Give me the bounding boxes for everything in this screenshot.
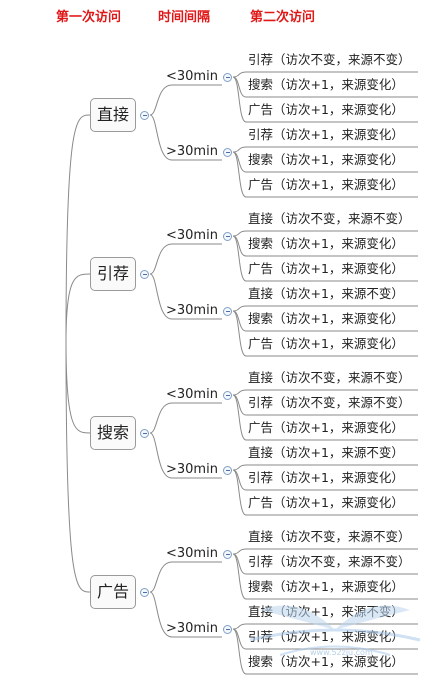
connector-line bbox=[232, 469, 418, 516]
collapse-toggle-icon[interactable] bbox=[223, 148, 232, 157]
interval-short: <30min bbox=[166, 387, 218, 402]
connector-line bbox=[65, 114, 91, 343]
connector-line bbox=[232, 230, 418, 237]
connector-line bbox=[232, 310, 418, 357]
root-node-1: 直接 bbox=[90, 98, 136, 132]
connector-line bbox=[232, 553, 418, 600]
connector-line bbox=[149, 273, 222, 320]
leaf-item: 引荐（访次不变，来源不变） bbox=[248, 554, 411, 569]
interval-long: >30min bbox=[166, 621, 218, 636]
leaf-item: 引荐（访次不变，来源不变） bbox=[248, 395, 411, 410]
header-interval: 时间间隔 bbox=[158, 10, 211, 25]
root-node-4: 广告 bbox=[90, 575, 136, 609]
connector-line bbox=[232, 389, 418, 396]
collapse-toggle-icon[interactable] bbox=[223, 625, 232, 634]
leaf-item: 直接（访次不变，来源不变） bbox=[248, 211, 411, 226]
interval-short: <30min bbox=[166, 546, 218, 561]
connector-line bbox=[149, 114, 222, 161]
interval-long: >30min bbox=[166, 144, 218, 159]
leaf-item: 广告（访次+1，来源变化） bbox=[248, 261, 404, 276]
collapse-toggle-icon[interactable] bbox=[140, 588, 149, 597]
connector-line bbox=[232, 464, 418, 471]
leaf-item: 搜索（访次+1，来源变化） bbox=[248, 152, 404, 167]
leaf-item: 引荐（访次+1，来源变化） bbox=[248, 470, 404, 485]
connector-line bbox=[232, 151, 418, 198]
connector-line bbox=[232, 548, 418, 555]
leaf-item: 广告（访次+1，来源变化） bbox=[248, 495, 404, 510]
collapse-toggle-icon[interactable] bbox=[140, 111, 149, 120]
header-second-visit: 第二次访问 bbox=[250, 10, 316, 25]
leaf-item: 直接（访次不变，来源不变） bbox=[248, 370, 411, 385]
leaf-item: 直接（访次+1，来源不变） bbox=[248, 604, 404, 619]
connector-line bbox=[149, 402, 222, 434]
leaf-item: 搜索（访次+1，来源变化） bbox=[248, 579, 404, 594]
leaf-item: 搜索（访次+1，来源变化） bbox=[248, 77, 404, 92]
leaf-item: 引荐（访次不变，来源不变） bbox=[248, 52, 411, 67]
connector-line bbox=[65, 341, 91, 593]
leaf-item: 直接（访次+1，来源不变） bbox=[248, 445, 404, 460]
connector-line bbox=[232, 235, 418, 282]
collapse-toggle-icon[interactable] bbox=[223, 550, 232, 559]
leaf-item: 引荐（访次+1，来源变化） bbox=[248, 127, 404, 142]
collapse-toggle-icon[interactable] bbox=[223, 307, 232, 316]
interval-long: >30min bbox=[166, 303, 218, 318]
connector-line bbox=[149, 591, 222, 638]
leaf-item: 搜索（访次+1，来源变化） bbox=[248, 236, 404, 251]
interval-long: >30min bbox=[166, 462, 218, 477]
connector-line bbox=[232, 76, 418, 123]
leaf-item: 广告（访次+1，来源变化） bbox=[248, 420, 404, 435]
leaf-item: 直接（访次不变，来源不变） bbox=[248, 529, 411, 544]
collapse-toggle-icon[interactable] bbox=[140, 429, 149, 438]
header-first-visit: 第一次访问 bbox=[56, 10, 122, 25]
connector-line bbox=[149, 84, 222, 116]
connector-line bbox=[65, 273, 91, 343]
root-node-3: 搜索 bbox=[90, 416, 136, 450]
leaf-item: 广告（访次+1，来源变化） bbox=[248, 102, 404, 117]
leaf-item: 广告（访次+1，来源变化） bbox=[248, 336, 404, 351]
leaf-item: 广告（访次+1，来源变化） bbox=[248, 177, 404, 192]
connector-line bbox=[232, 71, 418, 78]
leaf-item: 搜索（访次+1，来源变化） bbox=[248, 311, 404, 326]
connector-line bbox=[149, 432, 222, 479]
collapse-toggle-icon[interactable] bbox=[223, 466, 232, 475]
leaf-item: 搜索（访次+1，来源变化） bbox=[248, 654, 404, 669]
leaf-item: 直接（访次+1，来源不变） bbox=[248, 286, 404, 301]
root-node-2: 引荐 bbox=[90, 257, 136, 291]
connector-line bbox=[232, 394, 418, 441]
connector-line bbox=[232, 305, 418, 312]
connector-line bbox=[149, 243, 222, 275]
interval-short: <30min bbox=[166, 69, 218, 84]
connector-line bbox=[232, 623, 418, 630]
connector-line bbox=[65, 341, 91, 434]
interval-short: <30min bbox=[166, 228, 218, 243]
collapse-toggle-icon[interactable] bbox=[223, 232, 232, 241]
connector-line bbox=[149, 561, 222, 593]
collapse-toggle-icon[interactable] bbox=[140, 270, 149, 279]
collapse-toggle-icon[interactable] bbox=[223, 391, 232, 400]
leaf-item: 引荐（访次+1，来源变化） bbox=[248, 629, 404, 644]
connector-line bbox=[232, 628, 418, 675]
collapse-toggle-icon[interactable] bbox=[223, 73, 232, 82]
connector-line bbox=[232, 146, 418, 153]
